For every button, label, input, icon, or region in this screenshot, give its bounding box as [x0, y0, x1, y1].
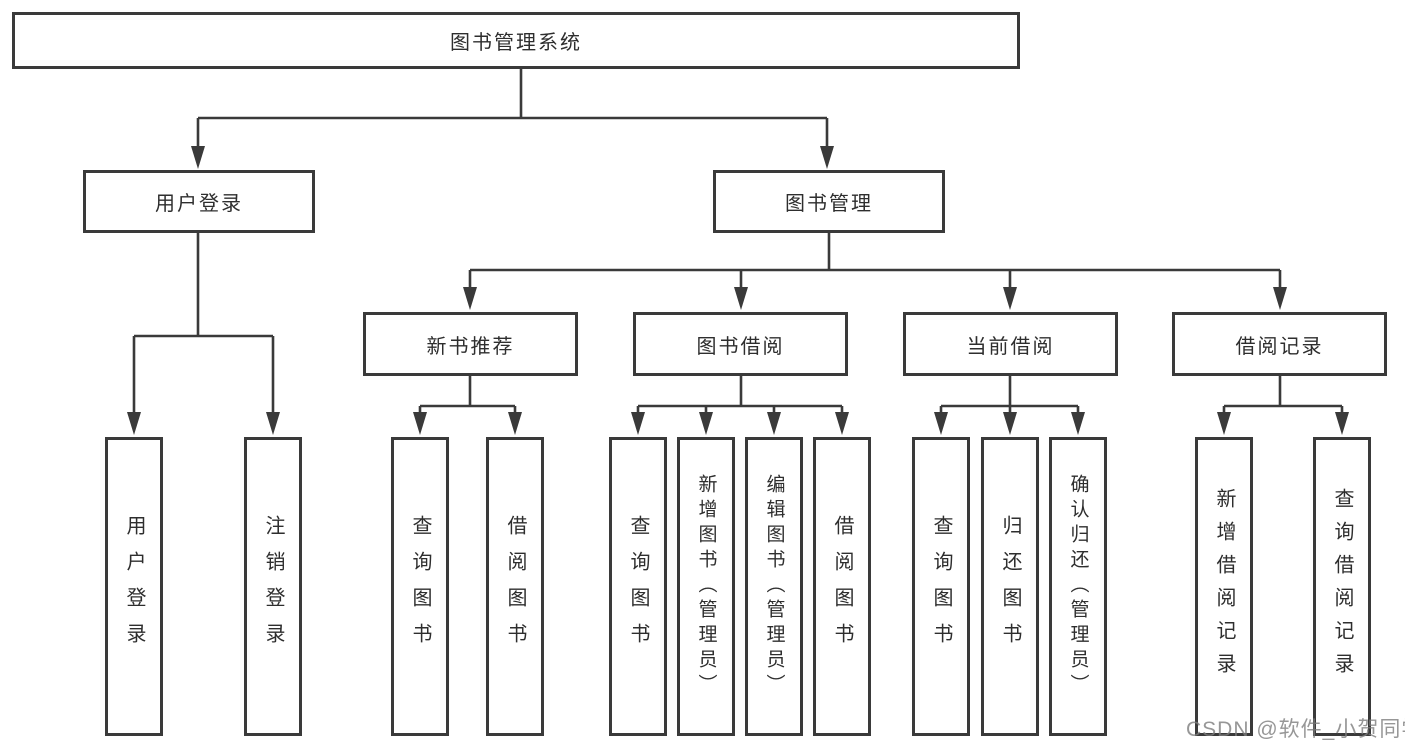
leaf-return-book: 归还图书	[981, 437, 1039, 736]
node-book-management-label: 图书管理	[785, 193, 873, 215]
node-borrow-record: 借阅记录	[1172, 312, 1387, 376]
leaf-query-book-borrow: 查询图书	[609, 437, 667, 736]
leaf-add-borrow-record: 新增借阅记录	[1195, 437, 1253, 736]
node-current-borrow: 当前借阅	[903, 312, 1118, 376]
leaf-edit-book-admin-label: 编辑图书（管理员）	[763, 474, 785, 699]
leaf-query-borrow-record-label: 查询借阅记录	[1331, 487, 1353, 686]
leaf-query-book-borrow-label: 查询图书	[627, 514, 649, 659]
node-book-borrow: 图书借阅	[633, 312, 848, 376]
leaf-add-book-admin: 新增图书（管理员）	[677, 437, 735, 736]
csdn-watermark: CSDN @软件_小贺同学	[1186, 718, 1405, 741]
node-new-book-recommend: 新书推荐	[363, 312, 578, 376]
leaf-query-book-recommend-label: 查询图书	[409, 514, 431, 659]
leaf-confirm-return-admin-label: 确认归还（管理员）	[1067, 474, 1089, 699]
node-root-system: 图书管理系统	[12, 12, 1020, 69]
node-root-label: 图书管理系统	[450, 32, 582, 54]
leaf-borrow-book-recommend-label: 借阅图书	[504, 514, 526, 659]
leaf-borrow-book-recommend: 借阅图书	[486, 437, 544, 736]
leaf-query-book-recommend: 查询图书	[391, 437, 449, 736]
leaf-user-login-label: 用户登录	[123, 514, 145, 659]
leaf-add-borrow-record-label: 新增借阅记录	[1213, 487, 1235, 686]
node-book-management: 图书管理	[713, 170, 945, 233]
leaf-query-book-current: 查询图书	[912, 437, 970, 736]
node-new-book-recommend-label: 新书推荐	[426, 335, 515, 358]
node-book-borrow-label: 图书借阅	[696, 335, 785, 358]
leaf-query-borrow-record: 查询借阅记录	[1313, 437, 1371, 736]
leaf-borrow-book-borrow-label: 借阅图书	[831, 514, 853, 659]
node-current-borrow-label: 当前借阅	[966, 335, 1055, 358]
leaf-add-book-admin-label: 新增图书（管理员）	[695, 474, 717, 699]
leaf-query-book-current-label: 查询图书	[930, 514, 952, 659]
leaf-borrow-book-borrow: 借阅图书	[813, 437, 871, 736]
node-user-login: 用户登录	[83, 170, 315, 233]
node-borrow-record-label: 借阅记录	[1235, 335, 1324, 358]
leaf-edit-book-admin: 编辑图书（管理员）	[745, 437, 803, 736]
leaf-confirm-return-admin: 确认归还（管理员）	[1049, 437, 1107, 736]
leaf-return-book-label: 归还图书	[999, 514, 1021, 659]
leaf-user-login: 用户登录	[105, 437, 163, 736]
leaf-logout: 注销登录	[244, 437, 302, 736]
node-user-login-label: 用户登录	[155, 193, 243, 215]
leaf-logout-label: 注销登录	[262, 514, 284, 659]
